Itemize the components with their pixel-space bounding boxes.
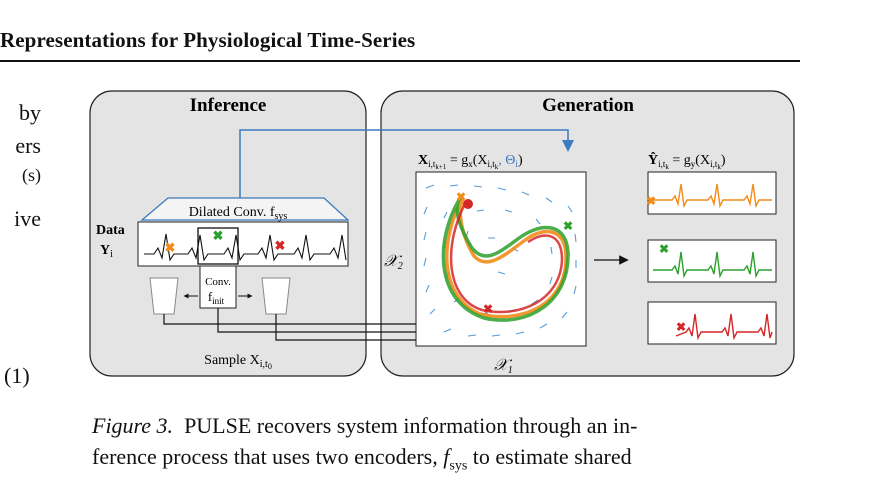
finit-label: finit bbox=[208, 289, 225, 306]
caption-text-1: PULSE recovers system information throug… bbox=[184, 413, 638, 438]
output-green-marker-icon: ✖ bbox=[659, 242, 669, 256]
figure-3: Inference Generation Dilated Conv. fsys … bbox=[88, 88, 798, 385]
sample-label: Sample Xi,t0 bbox=[204, 353, 272, 371]
left-encoder-cup bbox=[149, 277, 179, 315]
output-equation: Ŷi,tk = gy(Xi,tk) bbox=[648, 151, 726, 171]
green-marker-icon: ✖ bbox=[213, 228, 224, 243]
data-strip bbox=[137, 221, 349, 267]
left-column-fragment: by bbox=[19, 100, 41, 125]
running-header: Representations for Physiological Time-S… bbox=[0, 28, 416, 52]
data-variable: Yi bbox=[100, 243, 113, 260]
ecg-input-trace bbox=[144, 233, 347, 262]
output-trace-orange bbox=[653, 183, 772, 209]
output-orange-marker-icon: ✖ bbox=[646, 194, 656, 208]
orange-marker-icon: ✖ bbox=[165, 240, 176, 255]
generation-title: Generation bbox=[542, 95, 634, 116]
output-ecg-orange bbox=[647, 171, 777, 215]
data-label: Data bbox=[96, 223, 125, 238]
generation-equation: Xi,tk+1 = gx(Xi,tk, Θi) bbox=[418, 153, 523, 171]
figure-diagram: Inference Generation Dilated Conv. fsys … bbox=[89, 90, 795, 377]
output-ecg-red bbox=[647, 301, 777, 345]
header-rule bbox=[0, 60, 800, 62]
inference-title: Inference bbox=[190, 95, 267, 116]
red-start-icon: ✖ bbox=[483, 302, 493, 316]
output-trace-green bbox=[653, 251, 772, 279]
red-marker-icon: ✖ bbox=[275, 238, 286, 253]
conv-label: Conv. bbox=[205, 276, 231, 288]
conv-finit-encoder bbox=[199, 265, 237, 309]
caption-label: Figure 3. bbox=[92, 413, 174, 438]
window-box bbox=[197, 227, 239, 265]
green-trajectory bbox=[441, 197, 570, 322]
output-red-marker-icon: ✖ bbox=[676, 320, 686, 334]
output-trace-red bbox=[675, 313, 773, 341]
orange-start-icon: ✖ bbox=[456, 190, 466, 204]
equation-number: (1) bbox=[4, 363, 30, 388]
left-column-fragment: ers bbox=[15, 133, 41, 158]
dilated-conv-encoder bbox=[140, 197, 350, 221]
red-point bbox=[463, 199, 473, 209]
left-column-fragment: (s) bbox=[22, 165, 41, 185]
green-start-icon: ✖ bbox=[563, 219, 573, 233]
caption-line-2: ference process that uses two encoders, … bbox=[92, 444, 632, 474]
left-column-fragment: ive bbox=[14, 206, 41, 231]
red-trajectory bbox=[449, 201, 564, 314]
theta-arrow bbox=[239, 129, 574, 206]
orange-trajectory bbox=[445, 197, 568, 319]
caption-line-1: Figure 3. PULSE recovers system informat… bbox=[92, 410, 832, 441]
dilated-conv-label: Dilated Conv. fsys bbox=[189, 205, 288, 222]
right-encoder-cup bbox=[261, 277, 291, 315]
figure-caption: Figure 3. PULSE recovers system informat… bbox=[92, 410, 832, 481]
